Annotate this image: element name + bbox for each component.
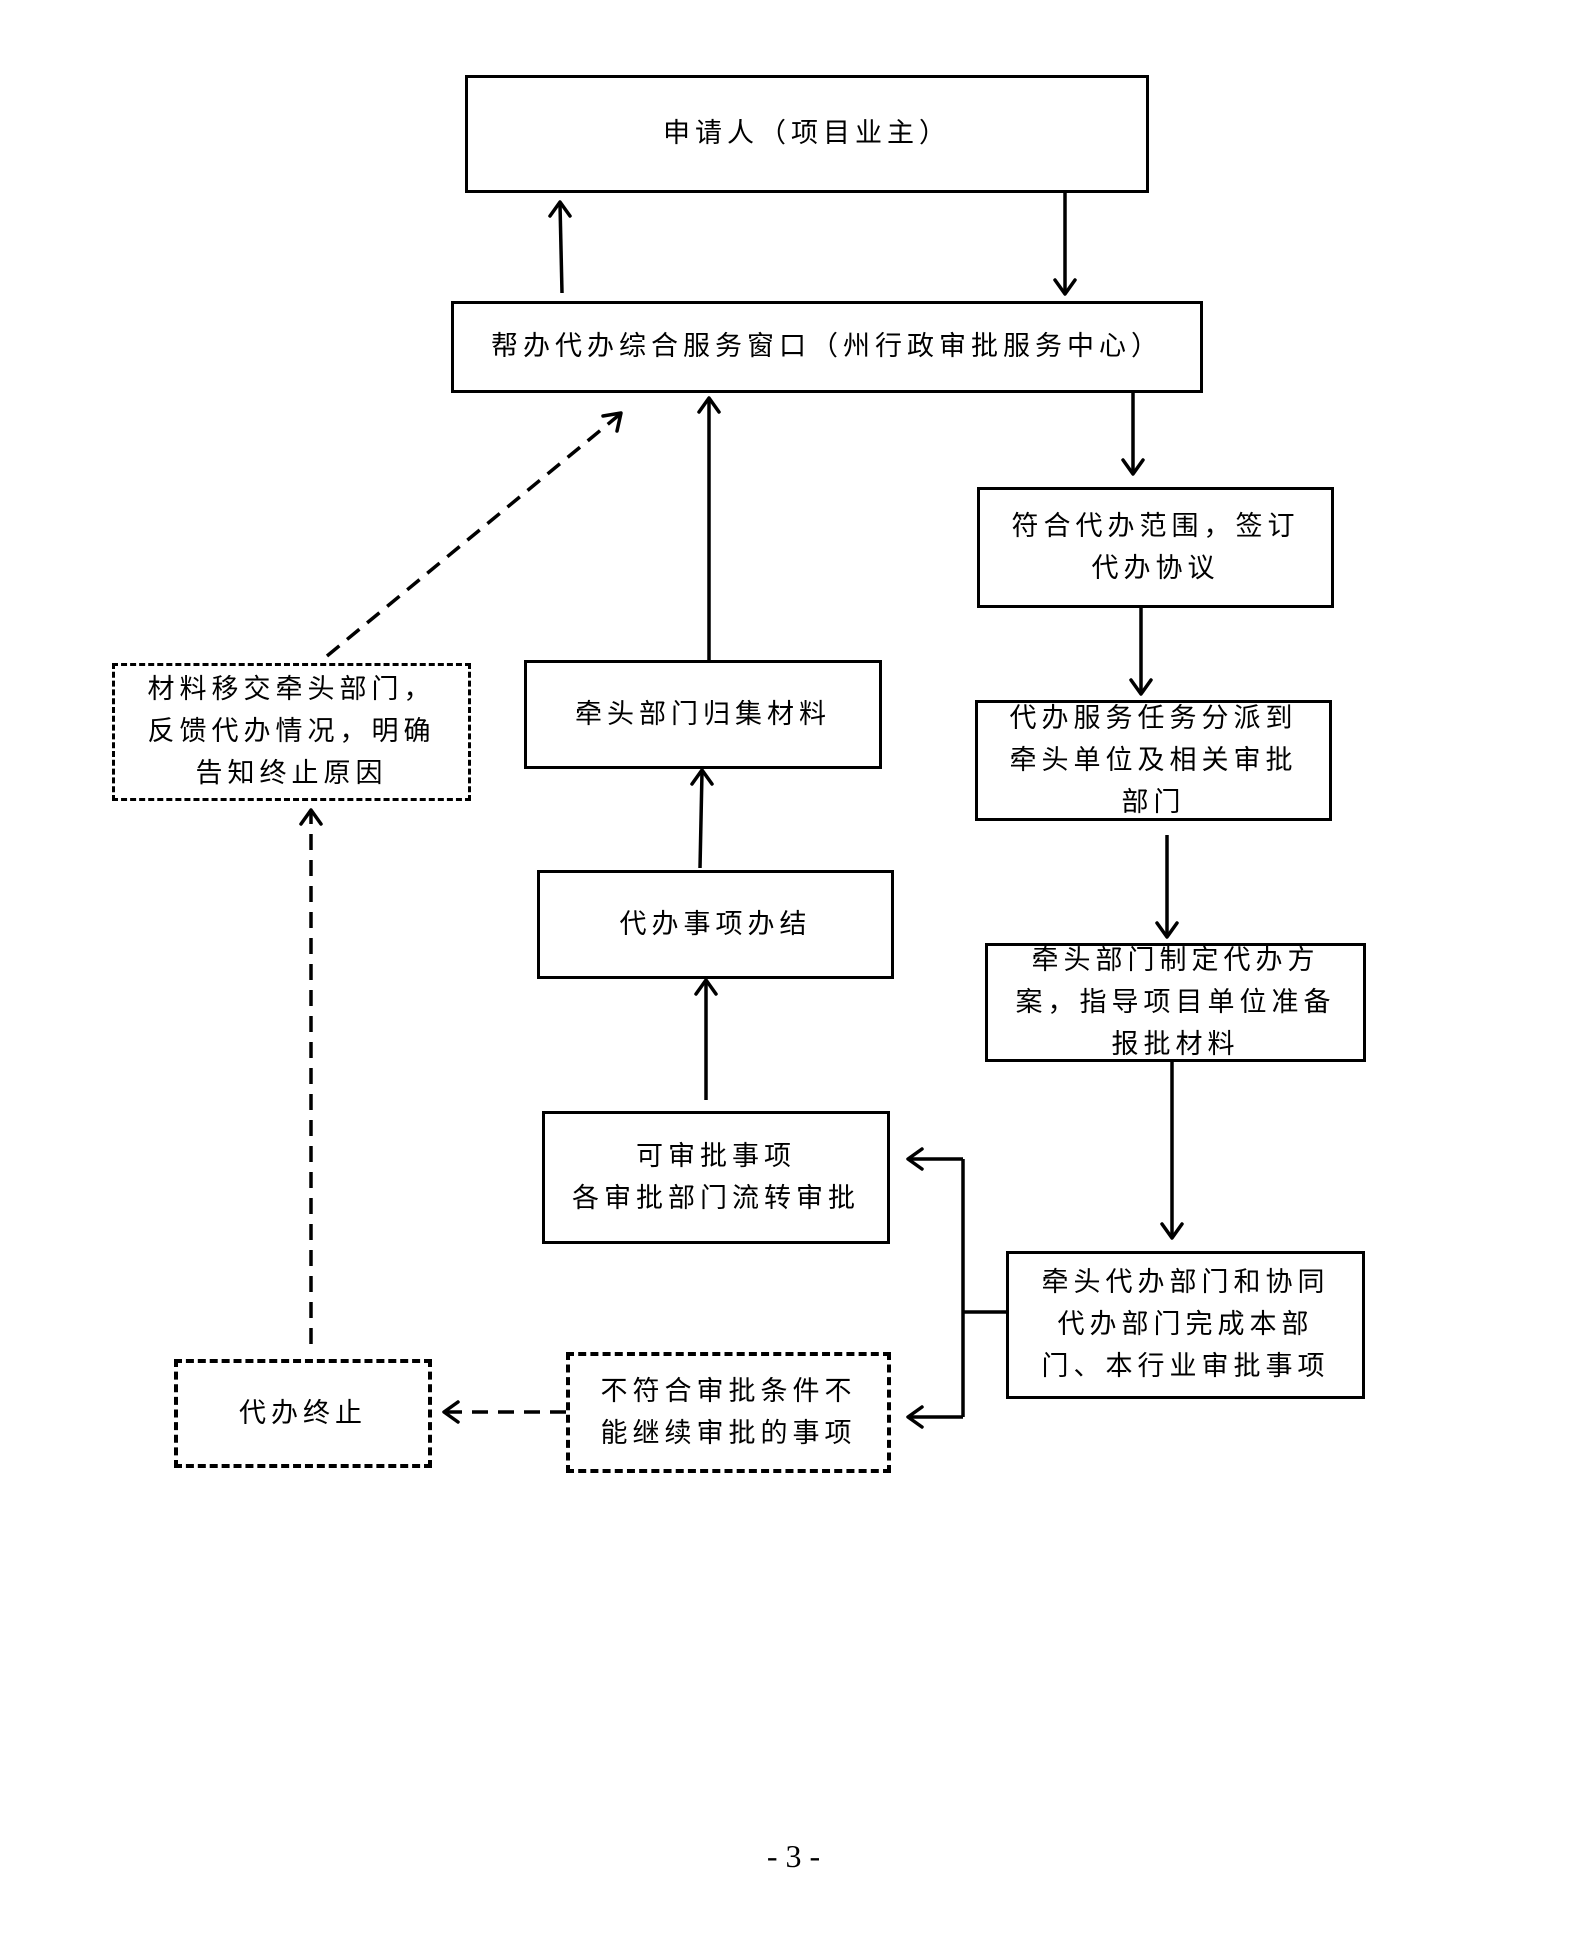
dashed-arrow-terminate-to-feedback — [299, 808, 323, 1344]
dispatch-label: 代办服务任务分派到牵头单位及相关审批部门 — [1009, 702, 1298, 818]
feedback-label: 材料移交牵头部门，反馈代办情况，明确告知终止原因 — [147, 674, 436, 789]
solid-arrow-collect-to-window — [697, 396, 721, 660]
completed-label: 代办事项办结 — [619, 908, 812, 940]
service-window-label: 帮办代办综合服务窗口（州行政审批服务中心） — [491, 331, 1163, 362]
applicant-label: 申请人（项目业主） — [663, 118, 951, 149]
solid-arrow-agreement-to-dispatch — [1129, 608, 1153, 696]
plan-box: 牵头部门制定代办方案，指导项目单位准备报批材料 — [985, 943, 1366, 1062]
complete-items-label: 牵头代办部门和协同代办部门完成本部门、本行业审批事项 — [1041, 1267, 1330, 1382]
solid-arrow-applicant-to-window — [1053, 193, 1077, 296]
agreement-box: 符合代办范围，签订代办协议 — [977, 487, 1334, 608]
page-number: - 3 - — [766, 1838, 821, 1874]
solid-arrow-approvable-to-completed — [694, 978, 718, 1100]
solid-arrow-completed-to-collect — [690, 768, 714, 869]
dispatch-box: 代办服务任务分派到牵头单位及相关审批部门 — [975, 700, 1332, 821]
approvable-line1: 可审批事项 — [636, 1140, 796, 1172]
solid-bracket-complete-to-outcomes — [906, 1147, 1006, 1429]
feedback-box: 材料移交牵头部门，反馈代办情况，明确告知终止原因 — [112, 663, 471, 801]
approvable-box: 可审批事项 各审批部门流转审批 — [542, 1111, 890, 1244]
terminate-box: 代办终止 — [174, 1359, 432, 1468]
terminate-label: 代办终止 — [239, 1397, 367, 1429]
solid-arrow-window-to-applicant — [548, 200, 572, 294]
complete-items-box: 牵头代办部门和协同代办部门完成本部门、本行业审批事项 — [1006, 1251, 1365, 1399]
dashed-arrow-not-approvable-to-terminate — [442, 1400, 566, 1424]
approvable-line2: 各审批部门流转审批 — [572, 1182, 860, 1214]
not-approvable-box: 不符合审批条件不能继续审批的事项 — [566, 1352, 891, 1473]
plan-label: 牵头部门制定代办方案，指导项目单位准备报批材料 — [1015, 944, 1336, 1060]
not-approvable-label: 不符合审批条件不能继续审批的事项 — [600, 1375, 857, 1449]
agreement-label: 符合代办范围，签订代办协议 — [1011, 510, 1300, 584]
collect-materials-box: 牵头部门归集材料 — [524, 660, 882, 769]
service-window-box: 帮办代办综合服务窗口（州行政审批服务中心） — [451, 301, 1203, 393]
dashed-arrow-feedback-to-window — [325, 411, 623, 658]
solid-arrow-dispatch-to-plan — [1155, 835, 1179, 939]
solid-arrow-plan-to-complete — [1160, 1062, 1184, 1240]
solid-arrow-window-to-agreement — [1121, 393, 1145, 476]
applicant-box: 申请人（项目业主） — [465, 75, 1149, 193]
collect-materials-label: 牵头部门归集材料 — [575, 698, 831, 730]
completed-box: 代办事项办结 — [537, 870, 894, 979]
